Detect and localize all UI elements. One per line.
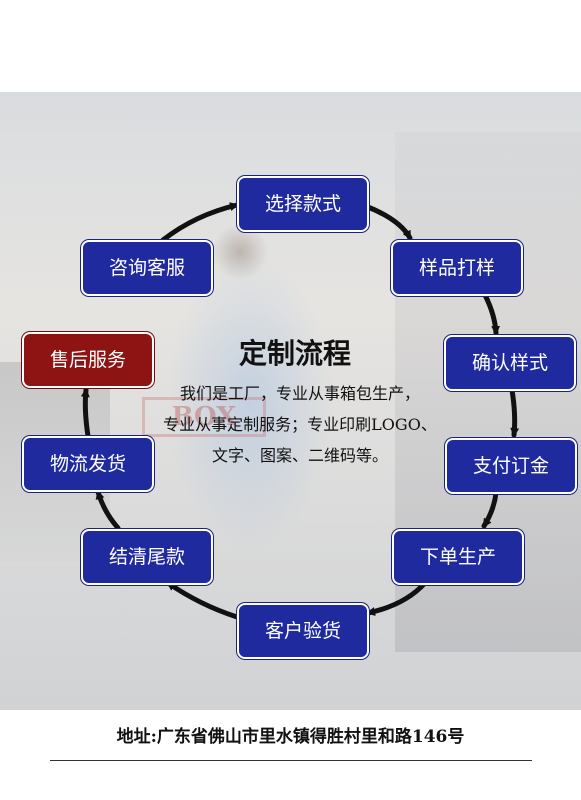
description-line-3: 文字、图案、二维码等。 bbox=[211, 446, 388, 465]
process-title: 定制流程 bbox=[238, 337, 351, 370]
arrow-10-to-1 bbox=[160, 202, 240, 243]
description-line-1: 我们是工厂，专业从事箱包生产， bbox=[179, 384, 420, 403]
step-final-payment: 结清尾款 bbox=[81, 529, 213, 585]
arrow-5-to-6 bbox=[365, 580, 428, 616]
process-description: 我们是工厂，专业从事箱包生产， 专业从事定制服务；专业印刷LOGO、 文字、图案… bbox=[140, 378, 460, 471]
description-line-2: 专业从事定制服务；专业印刷LOGO、 bbox=[163, 415, 437, 434]
step-logistics-shipping: 物流发货 bbox=[22, 436, 154, 492]
address-text: 地址:广东省佛山市里水镇得胜村里和路146号 bbox=[116, 727, 465, 747]
arrow-1-to-2 bbox=[365, 204, 413, 241]
arrow-8-to-9 bbox=[80, 387, 91, 439]
step-confirm-style: 确认样式 bbox=[444, 335, 576, 391]
arrow-7-to-8 bbox=[95, 489, 121, 531]
step-pay-deposit: 支付订金 bbox=[445, 438, 577, 494]
step-order-production: 下单生产 bbox=[392, 529, 524, 585]
arrow-3-to-4 bbox=[509, 387, 520, 438]
step-customer-inspection: 客户验货 bbox=[237, 603, 369, 659]
footer-divider bbox=[50, 760, 532, 761]
step-sample-making: 样品打样 bbox=[391, 240, 523, 296]
arrow-4-to-5 bbox=[481, 490, 499, 529]
step-consult-service: 咨询客服 bbox=[81, 240, 213, 296]
step-select-style: 选择款式 bbox=[237, 176, 369, 232]
arrow-2-to-3 bbox=[482, 292, 501, 336]
shirt-logo: BOX bbox=[142, 397, 266, 437]
arrow-6-to-7 bbox=[165, 580, 240, 620]
step-after-sales: 售后服务 bbox=[22, 332, 154, 388]
